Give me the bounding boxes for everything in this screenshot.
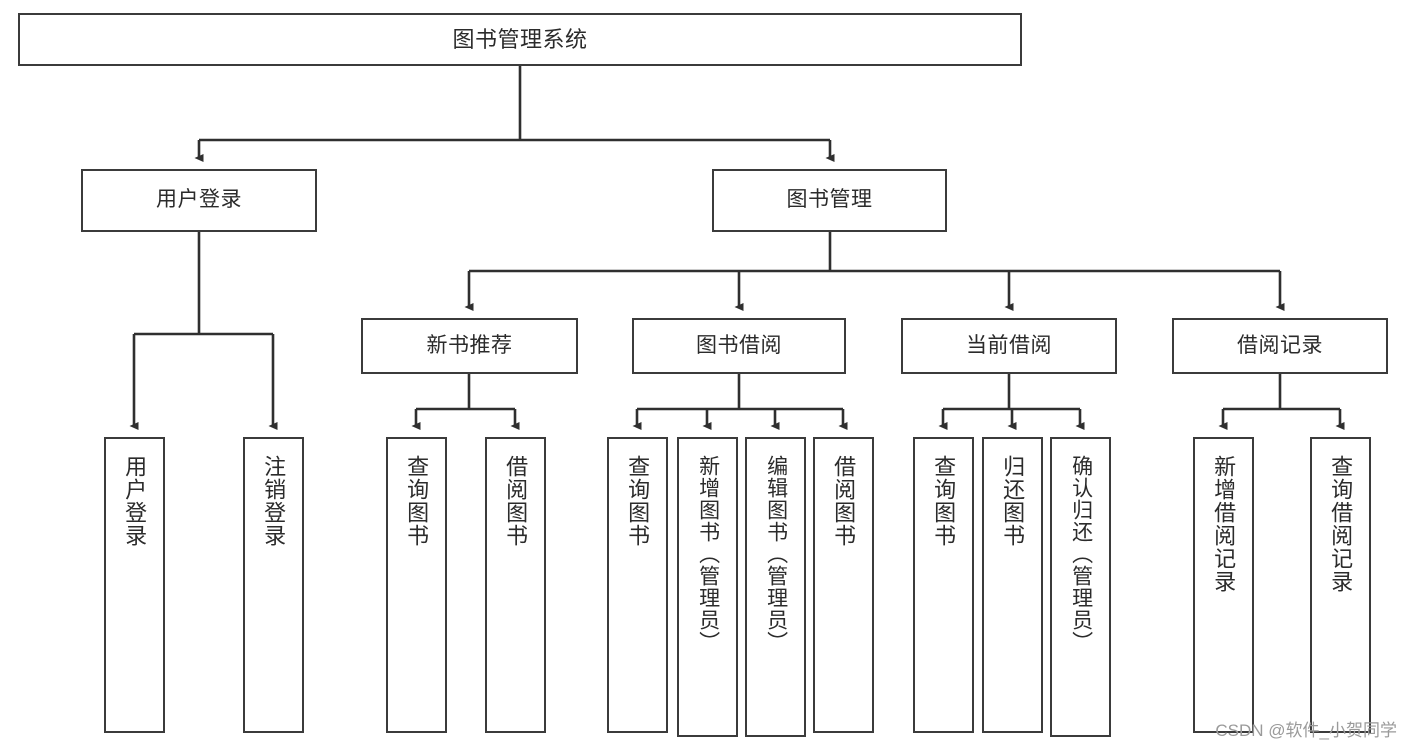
node-borrow-record[interactable]: 借阅记录 bbox=[1172, 318, 1388, 374]
node-leaf-add-borrow-record-label: 新增借阅记录 bbox=[1211, 455, 1237, 593]
node-new-book-rec-label: 新书推荐 bbox=[426, 333, 513, 357]
node-user-login-label: 用户登录 bbox=[156, 188, 242, 212]
node-leaf-query-borrow-record-label: 查询借阅记录 bbox=[1328, 455, 1354, 593]
node-current-borrow[interactable]: 当前借阅 bbox=[901, 318, 1117, 374]
node-leaf-add-book-admin[interactable]: 新增图书（管理员） bbox=[677, 437, 738, 737]
node-leaf-user-logout[interactable]: 注销登录 bbox=[243, 437, 304, 733]
node-leaf-edit-book-admin-label: 编辑图书（管理员） bbox=[764, 455, 788, 653]
node-leaf-query-book-borrow[interactable]: 查询图书 bbox=[607, 437, 668, 733]
node-book-borrow-label: 图书借阅 bbox=[696, 333, 782, 357]
node-leaf-edit-book-admin[interactable]: 编辑图书（管理员） bbox=[745, 437, 806, 737]
node-leaf-borrow-book-rec[interactable]: 借阅图书 bbox=[485, 437, 546, 733]
node-leaf-borrow-book[interactable]: 借阅图书 bbox=[813, 437, 874, 733]
node-new-book-rec[interactable]: 新书推荐 bbox=[361, 318, 578, 374]
node-book-borrow[interactable]: 图书借阅 bbox=[632, 318, 846, 374]
node-book-manage[interactable]: 图书管理 bbox=[712, 169, 947, 232]
node-leaf-user-login[interactable]: 用户登录 bbox=[104, 437, 165, 733]
node-user-login[interactable]: 用户登录 bbox=[81, 169, 317, 232]
node-leaf-add-book-admin-label: 新增图书（管理员） bbox=[696, 455, 720, 653]
node-leaf-confirm-return-admin-label: 确认归还（管理员） bbox=[1069, 455, 1093, 653]
node-leaf-return-book-label: 归还图书 bbox=[1000, 455, 1026, 547]
node-leaf-query-book-rec-label: 查询图书 bbox=[404, 455, 430, 547]
node-borrow-record-label: 借阅记录 bbox=[1237, 333, 1323, 357]
node-leaf-query-book-current[interactable]: 查询图书 bbox=[913, 437, 974, 733]
node-leaf-query-book-borrow-label: 查询图书 bbox=[625, 455, 651, 547]
node-leaf-user-login-label: 用户登录 bbox=[122, 455, 148, 547]
node-leaf-borrow-book-rec-label: 借阅图书 bbox=[503, 455, 529, 547]
node-book-manage-label: 图书管理 bbox=[786, 188, 873, 212]
node-current-borrow-label: 当前借阅 bbox=[966, 333, 1052, 357]
node-leaf-borrow-book-label: 借阅图书 bbox=[831, 455, 857, 547]
node-leaf-user-logout-label: 注销登录 bbox=[261, 455, 287, 547]
node-leaf-query-book-rec[interactable]: 查询图书 bbox=[386, 437, 447, 733]
node-leaf-add-borrow-record[interactable]: 新增借阅记录 bbox=[1193, 437, 1254, 733]
node-leaf-return-book[interactable]: 归还图书 bbox=[982, 437, 1043, 733]
csdn-watermark: CSDN @软件_小贺同学 bbox=[1215, 721, 1397, 740]
node-root[interactable]: 图书管理系统 bbox=[18, 13, 1022, 66]
node-leaf-confirm-return-admin[interactable]: 确认归还（管理员） bbox=[1050, 437, 1111, 737]
node-leaf-query-borrow-record[interactable]: 查询借阅记录 bbox=[1310, 437, 1371, 733]
node-root-label: 图书管理系统 bbox=[452, 26, 588, 52]
node-leaf-query-book-current-label: 查询图书 bbox=[931, 455, 957, 547]
